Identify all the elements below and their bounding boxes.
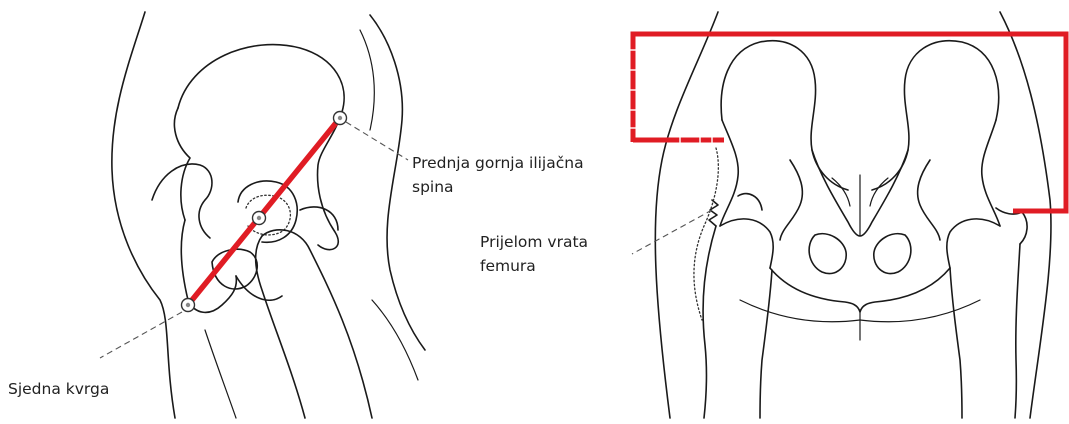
sacral-foramina-l [832,178,850,206]
femur-shaft [262,230,372,418]
gluteal-fold-l [740,300,860,322]
left-iliac-wing [721,41,848,190]
left-obturator [809,234,846,274]
body-outline-side [360,30,374,130]
left-iliac-inner [720,120,738,226]
right-body-outline [1000,12,1051,418]
right-femur-inner [950,268,962,418]
nelaton-line [188,118,340,305]
asis-marker-center [338,116,342,120]
right-acetabulum [947,219,1000,268]
right-iliac-wing [872,41,999,190]
fracture-line [709,200,718,226]
fracture-leader [632,210,712,254]
gluteal-fold-r [860,300,980,322]
sciatic-notch [152,164,212,238]
trochanter-marker-center [257,216,261,220]
left-sacral-ala [780,160,802,240]
fracture-label-line2: femura [480,257,536,275]
ischial-label: Sjedna kvrga [8,380,109,398]
asis-label-line2: spina [412,178,454,196]
fracture-label: Prijelom vrata [480,233,588,251]
femur-shaft-back [256,236,305,418]
left-femur-inner [760,270,772,418]
asis-leader [346,122,408,160]
ap-pelvis-drawing [655,12,1051,418]
displaced-femur-dotted [694,148,718,320]
right-femur-outer [1015,244,1020,418]
left-acetabulum [720,219,773,268]
ischial-marker-center [186,303,190,307]
pubic-arch [770,268,950,312]
right-obturator [874,234,911,274]
thigh-front [372,300,418,380]
thigh-back [205,330,236,418]
left-femoral-head [738,194,762,210]
asis-label: Prednja gornja ilijačna [412,154,584,172]
lateral-pelvis-drawing [112,12,425,418]
body-outline-back [112,12,175,418]
right-iliac-inner [982,120,1000,226]
right-sacral-ala [918,160,940,240]
ischial-leader [100,312,182,358]
sacral-foramina-r [870,178,888,206]
left-femur-outer [703,226,716,418]
